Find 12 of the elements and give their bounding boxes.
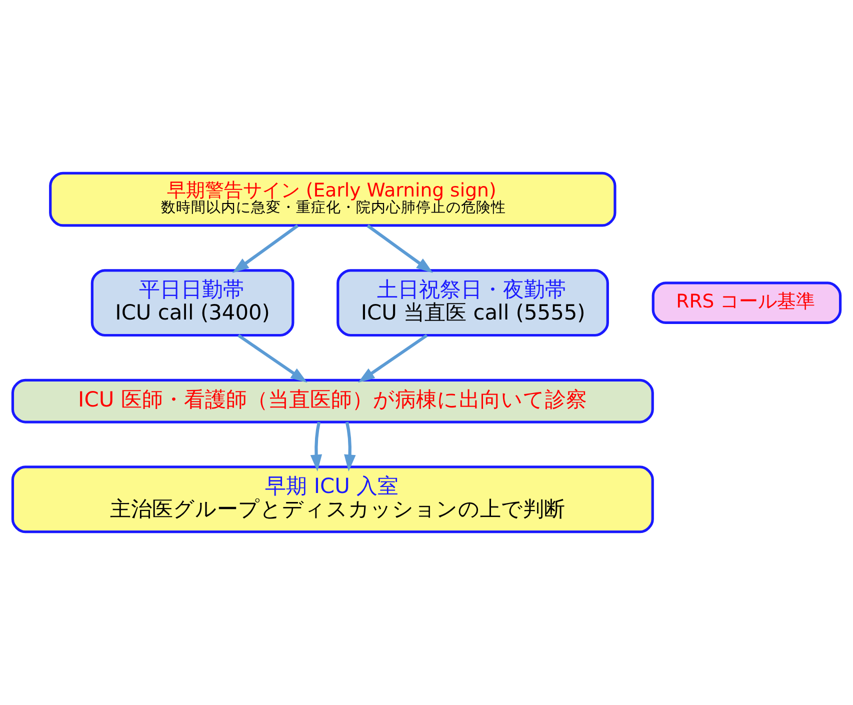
arrow (238, 334, 308, 383)
node-box: 早期 ICU 入室 主治医グループとディスカッションの上で判断 (11, 466, 654, 534)
arrow (310, 422, 322, 472)
node-box: ICU 医師・看護師（当直医師）が病棟に出向いて診察 (11, 378, 654, 424)
arrow (366, 224, 434, 274)
arrow (358, 334, 428, 383)
node-box: 早期警告サイン (Early Warning sign) 数時間以内に急変・重症化・院内心肺停止の危険性 (49, 172, 616, 227)
node-box: 平日日勤帯 ICU call (3400) (90, 269, 294, 337)
arrow (232, 224, 299, 274)
node-box: 土日祝祭日・夜勤帯 ICU 当直医 call (5555) (336, 269, 609, 337)
node-box: RRS コール基準 (652, 282, 842, 324)
arrow (344, 422, 356, 472)
